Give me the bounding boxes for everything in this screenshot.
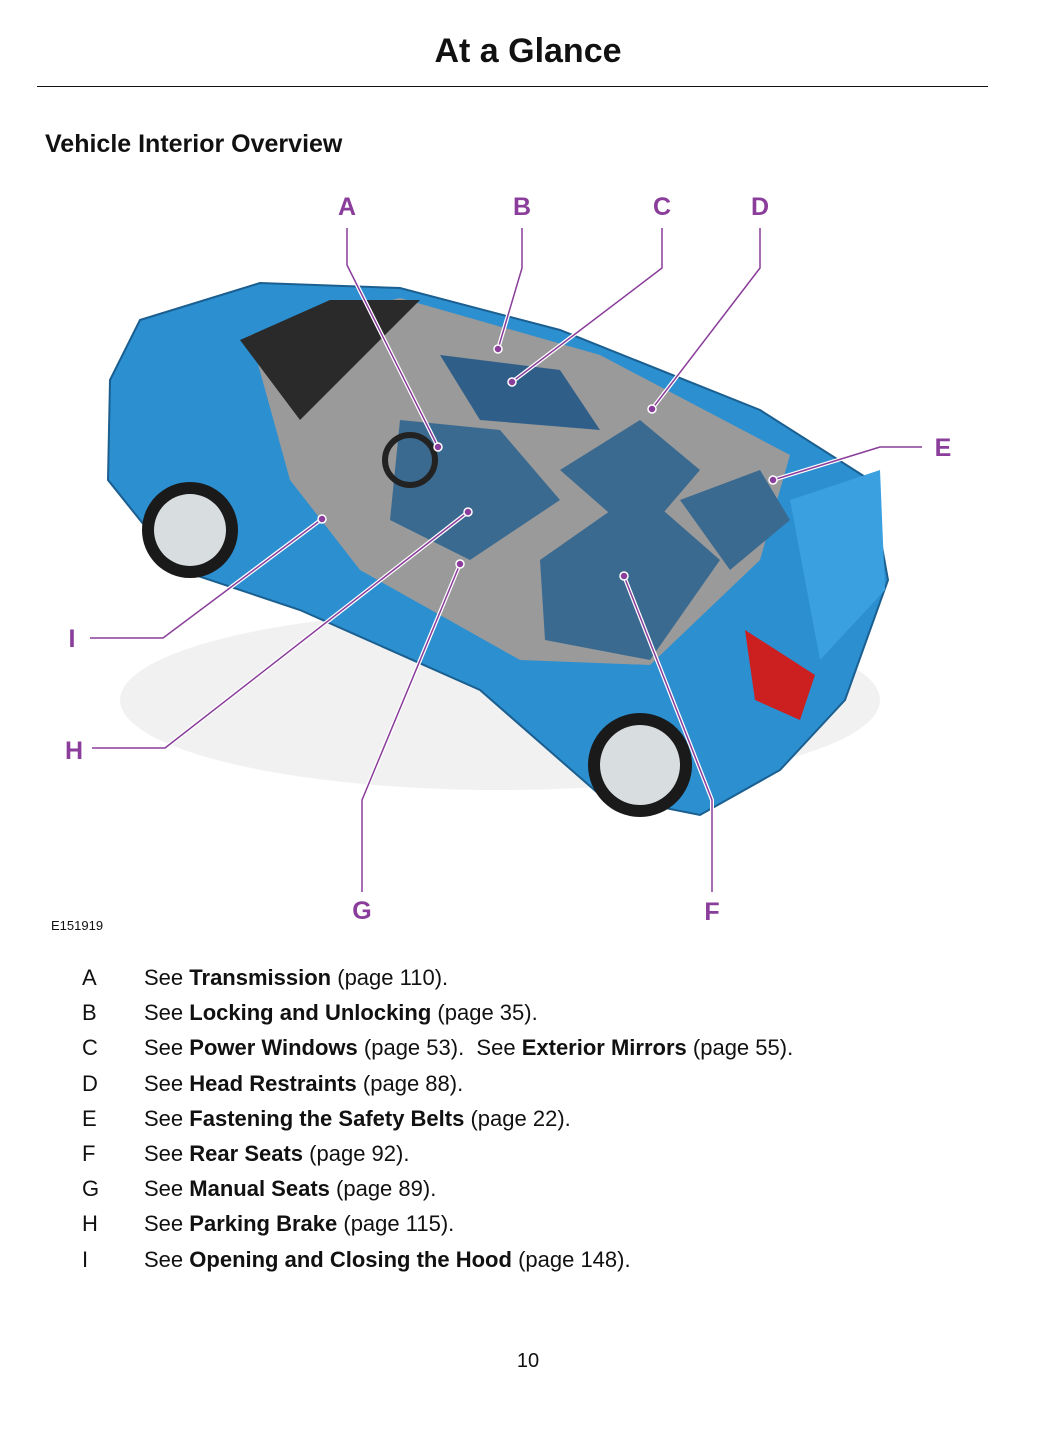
legend-key: C — [82, 1035, 98, 1061]
callout-d: D — [751, 193, 769, 221]
page-number: 10 — [516, 1350, 540, 1372]
legend-key: G — [82, 1176, 100, 1202]
legend-topic: Parking Brake — [189, 1211, 338, 1237]
car-illustration — [106, 281, 890, 817]
figure-code: E151919 — [51, 918, 104, 933]
legend-topic: Rear Seats — [189, 1140, 304, 1166]
callout-b: B — [513, 193, 531, 221]
legend-key: I — [82, 1246, 89, 1272]
callout-a: A — [338, 193, 356, 221]
section-title: Vehicle Interior Overview — [45, 130, 343, 158]
legend-topic: Exterior Mirrors — [521, 1035, 687, 1061]
callout-c: C — [653, 193, 671, 221]
legend-topic: Transmission — [189, 965, 332, 990]
legend-topic: Locking and Unlocking — [189, 1000, 432, 1026]
legend-topic: Opening and Closing the Hood — [189, 1246, 512, 1272]
vehicle-interior-illustration: A B C D E F G H I — [65, 193, 952, 926]
legend-key: F — [82, 1140, 96, 1166]
legend-key: H — [82, 1211, 98, 1237]
callout-h: H — [65, 737, 83, 765]
header-rule — [37, 86, 988, 87]
legend-topic: Manual Seats — [189, 1176, 330, 1202]
page-header: At a Glance — [434, 32, 622, 70]
legend-key: D — [82, 1070, 98, 1096]
legend-topic: Head Restraints — [189, 1070, 357, 1096]
callout-e: E — [935, 434, 952, 462]
callout-g: G — [352, 897, 371, 925]
legend-key: E — [82, 1105, 97, 1131]
legend-key: A — [82, 965, 97, 990]
callout-f: F — [704, 898, 719, 926]
legend-topic: Power Windows — [189, 1035, 358, 1061]
legend-topic: Fastening the Safety Belts — [189, 1105, 465, 1131]
callout-lines — [90, 228, 922, 892]
legend-key: B — [82, 1000, 97, 1026]
callout-i: I — [69, 625, 76, 653]
